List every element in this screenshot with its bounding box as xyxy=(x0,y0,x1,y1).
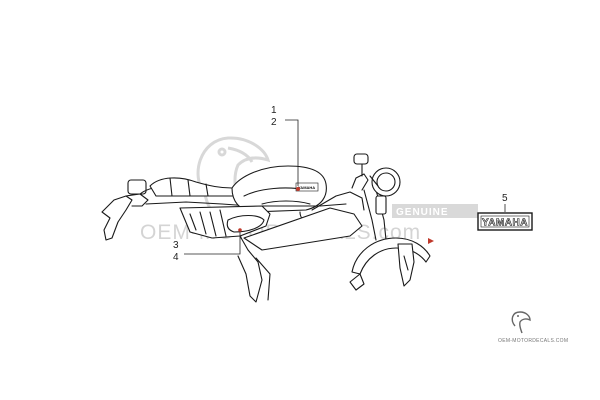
callout-1: 1 xyxy=(271,105,277,116)
marker-tank xyxy=(296,187,300,191)
tank-badge-text: YAMAHA xyxy=(298,185,315,190)
marker-side-cover xyxy=(238,228,242,232)
callout-3: 3 xyxy=(173,240,179,251)
yamaha-decal-part: YAMAHA xyxy=(477,212,533,231)
yamaha-decal-text: YAMAHA xyxy=(482,218,528,229)
corner-watermark: OEM-MOTORDECALS.COM xyxy=(498,311,568,344)
corner-watermark-text: OEM-MOTORDECALS.COM xyxy=(498,338,568,344)
callout-leaders xyxy=(184,119,299,255)
callout-4: 4 xyxy=(173,252,179,263)
corner-toucan-icon xyxy=(511,311,531,334)
marker-front-fender xyxy=(428,238,434,244)
watermark-band-text: GENUINE xyxy=(396,207,449,218)
decal-location-markers xyxy=(238,187,434,244)
leader-1-2 xyxy=(285,119,299,186)
callout-5: 5 xyxy=(502,193,508,204)
watermark-band: GENUINE xyxy=(392,204,478,218)
callout-2: 2 xyxy=(271,117,277,128)
motorcycle-outline: YAMAHA xyxy=(101,153,431,303)
leader-3-4 xyxy=(184,232,241,255)
